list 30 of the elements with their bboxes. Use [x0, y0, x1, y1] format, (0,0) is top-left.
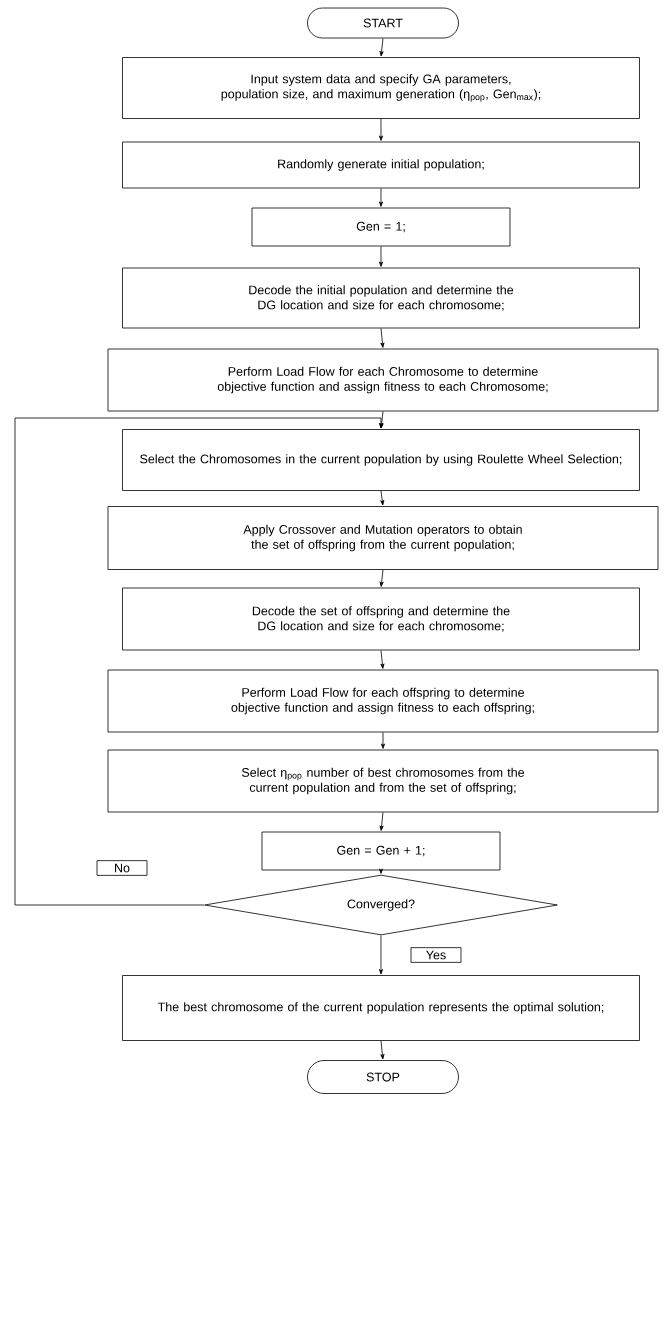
arrow: [379, 38, 384, 57]
edge-label: No: [96, 860, 148, 876]
arrow: [14, 417, 383, 906]
arrow: [379, 812, 384, 831]
process-box: Apply Crossover and Mutation operators to obtain the set of offspring from the current population;: [107, 506, 659, 570]
arrow: [380, 650, 385, 669]
terminal: START: [307, 7, 459, 39]
process-box: Gen = 1;: [251, 207, 511, 247]
process-box: Randomly generate initial population;: [122, 141, 640, 189]
arrow: [379, 935, 383, 975]
process-box: Input system data and specify GA parameters, population size, and maximum generation (η$_{pop}$, Gen$_{max}$);: [122, 57, 640, 119]
arrow: [379, 569, 384, 587]
arrow: [379, 868, 383, 874]
process-box: Decode the set of offspring and determine the DG location and size for each chromosome;: [122, 587, 640, 651]
process-box: Select the Chromosomes in the current population by using Roulette Wheel Selection;: [122, 429, 640, 491]
edge-label: Yes: [410, 947, 462, 963]
arrow: [380, 490, 385, 506]
process-box: The best chromosome of the current population represents the optimal solution;: [122, 975, 640, 1041]
arrow: [379, 246, 383, 267]
arrow: [379, 118, 383, 141]
process-box: Gen = Gen + 1;: [261, 831, 501, 871]
process-box: Select η$_{pop}$ number of best chromosomes from the current population and from the set of offspring;: [107, 749, 659, 813]
arrow: [379, 188, 383, 207]
process-box: Perform Load Flow for each Chromosome to determine objective function and assign fitness to each Chromosome;: [107, 348, 659, 412]
process-box: Decode the initial population and determine the DG location and size for each chromosome;: [122, 267, 640, 329]
arrow: [381, 732, 385, 749]
process-box: Perform Load Flow for each offspring to determine objective function and assign fitness to each offspring;: [107, 669, 659, 733]
arrow: [380, 328, 385, 348]
terminal: STOP: [307, 1060, 459, 1094]
arrow: [380, 1040, 385, 1060]
